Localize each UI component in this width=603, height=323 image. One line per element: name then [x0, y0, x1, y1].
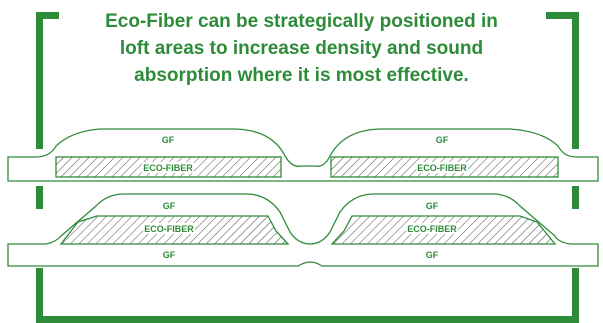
- bottom-right-bottom-gf-label: GF: [426, 250, 439, 260]
- bottom-left-top-gf-label: GF: [163, 201, 176, 211]
- caption-line-3: absorption where it is most effective.: [134, 65, 469, 86]
- bracket-left-middle: [36, 186, 43, 209]
- bottom-left-fiber-label: ECO-FIBER: [144, 224, 194, 234]
- panel-bottom-outline: [7, 193, 599, 267]
- top-left-gf-label: GF: [162, 135, 175, 145]
- bottom-left-bottom-gf-label: GF: [163, 250, 176, 260]
- bracket-top-left-arm: [36, 12, 59, 19]
- fiber-label-bg: [142, 162, 194, 173]
- bracket-right-upper: [572, 12, 579, 149]
- fiber-label-bg: [406, 223, 458, 234]
- bracket-bottom: [36, 316, 579, 323]
- panel-bottom: [7, 193, 599, 267]
- caption-line-1: Eco-Fiber can be strategically positione…: [105, 11, 498, 32]
- bracket-top-right-arm: [546, 12, 579, 19]
- bottom-right-top-gf-label: GF: [426, 201, 439, 211]
- panel-top: [7, 128, 599, 182]
- fiber-label-bg: [143, 223, 195, 234]
- bracket-right-lower: [572, 268, 579, 322]
- caption: Eco-Fiber can be strategically positione…: [60, 8, 543, 89]
- top-left-fiber-label: ECO-FIBER: [143, 163, 193, 173]
- bracket-right-middle: [572, 186, 579, 209]
- bracket-left-lower: [36, 268, 43, 322]
- top-right-fiber-label: ECO-FIBER: [417, 163, 467, 173]
- fiber-label-bg: [416, 162, 468, 173]
- caption-line-2: loft areas to increase density and sound: [119, 38, 484, 59]
- top-right-gf-label: GF: [436, 135, 449, 145]
- bracket-frame: [36, 12, 579, 323]
- bracket-left-upper: [36, 12, 43, 149]
- bottom-right-fiber-label: ECO-FIBER: [407, 224, 457, 234]
